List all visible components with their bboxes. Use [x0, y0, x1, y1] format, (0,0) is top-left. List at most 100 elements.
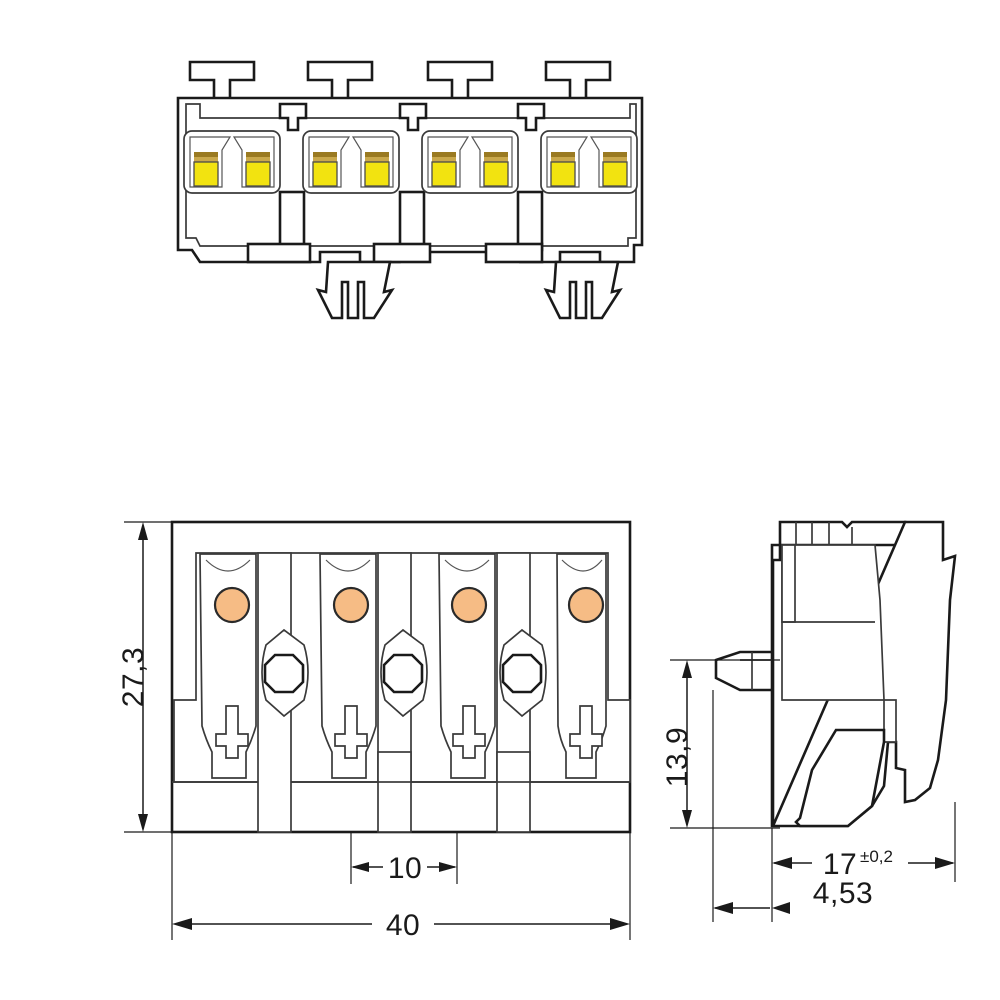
mounting-latch [315, 260, 395, 320]
solder-hole [567, 586, 605, 624]
separator-rib [398, 190, 426, 252]
small-tab [516, 102, 546, 132]
bottom-notch [377, 751, 412, 783]
terminal-band [365, 152, 389, 157]
octagonal-hole [263, 653, 305, 694]
dim-text-mask [372, 906, 434, 942]
slot-marker-icon [452, 705, 486, 759]
terminal-band [432, 157, 456, 162]
terminal-contact [431, 161, 457, 187]
terminal-band [603, 157, 627, 162]
dim-arrow [138, 814, 148, 832]
pole-pocket-lip [561, 559, 603, 572]
dim-arrow [772, 902, 790, 914]
dim-arrow [772, 857, 792, 869]
bottom-view-dimensions: 27,3 10 40 [117, 521, 631, 942]
terminal-band [365, 157, 389, 162]
small-tab [398, 102, 428, 132]
solder-hole [213, 586, 251, 624]
dim-arrow [439, 862, 457, 872]
dim-arrow [682, 660, 692, 678]
foot-rect [246, 242, 312, 264]
side-view-dimensions: 13,9 17 ±0,2 4,53 [661, 659, 956, 922]
bottom-notches [377, 751, 531, 783]
octagonal-hole-shell [499, 628, 547, 718]
pole-pocket-lip [444, 559, 490, 572]
terminal-contact [245, 161, 271, 187]
slot-marker-icon [334, 705, 368, 759]
terminal-band [484, 157, 508, 162]
terminal-band [313, 152, 337, 157]
terminal-band [551, 157, 575, 162]
slot-marker-icon [215, 705, 249, 759]
terminal-band [246, 157, 270, 162]
terminal-band [432, 152, 456, 157]
dim-depth-tolerance: ±0,2 [860, 847, 893, 866]
foot-rect [484, 242, 544, 264]
terminal-pocket-bevel [189, 136, 232, 188]
solder-hole [450, 586, 488, 624]
octagonal-hole-shell [261, 628, 309, 718]
front-view [176, 60, 644, 320]
terminal-pair [540, 130, 638, 194]
bottom-view [170, 520, 632, 834]
terminal-contact [602, 161, 628, 187]
front-small-tabs [278, 102, 546, 132]
dim-pitch-label: 10 [388, 852, 422, 885]
terminal-pocket-bevel [308, 136, 351, 188]
solder-hole [332, 586, 370, 624]
dim-text-mask [812, 844, 908, 878]
terminal-band [551, 152, 575, 157]
octagonal-hole [501, 653, 543, 694]
bottom-notch [496, 751, 531, 783]
dim-arrow [610, 918, 630, 930]
front-foot-rects [246, 242, 544, 264]
terminal-pair [421, 130, 519, 194]
terminal-contact [312, 161, 338, 187]
side-top-comb [778, 520, 907, 547]
side-view [714, 520, 957, 828]
terminal-pocket-bevel [589, 136, 632, 188]
dim-text-mask [383, 850, 427, 884]
terminal-pocket-bevel [232, 136, 275, 188]
dim-height-label: 27,3 [117, 647, 150, 707]
bottom-slot-markers [215, 705, 603, 759]
dim-arrow [935, 857, 955, 869]
dim-arrow [351, 862, 369, 872]
terminal-band [603, 152, 627, 157]
slot-marker-icon [569, 705, 603, 759]
front-separator-ribs [278, 190, 544, 252]
separator-rib [516, 190, 544, 252]
dim-depth-label: 17 [823, 848, 857, 881]
terminal-pair [183, 130, 281, 194]
octagonal-hole-shell [380, 628, 428, 718]
terminal-contact [364, 161, 390, 187]
side-lower-foot [794, 728, 886, 828]
terminal-pocket-bevel [546, 136, 589, 188]
pole-pocket-lip [205, 559, 251, 572]
bottom-solder-holes [213, 586, 605, 624]
terminal-band [194, 157, 218, 162]
bottom-octagonal-holes [261, 628, 547, 718]
dim-arrow [138, 522, 148, 540]
dim-arrow [172, 918, 192, 930]
pole-pocket-lip [325, 559, 371, 572]
octagonal-hole [382, 653, 424, 694]
terminal-band [246, 152, 270, 157]
terminal-contact [193, 161, 219, 187]
terminal-pocket-bevel [470, 136, 513, 188]
front-terminal-pairs [183, 130, 638, 194]
dim-arrow [682, 810, 692, 828]
foot-rect [372, 242, 432, 264]
terminal-pocket-bevel [427, 136, 470, 188]
dim-offset-label: 4,53 [813, 877, 873, 910]
front-mounting-latches [315, 260, 623, 320]
terminal-band [484, 152, 508, 157]
dim-width-label: 40 [386, 909, 420, 942]
side-front-wall-step [781, 544, 796, 623]
small-tab [278, 102, 308, 132]
terminal-band [194, 152, 218, 157]
terminal-pair [302, 130, 400, 194]
dim-side-height-label: 13,9 [661, 727, 694, 787]
